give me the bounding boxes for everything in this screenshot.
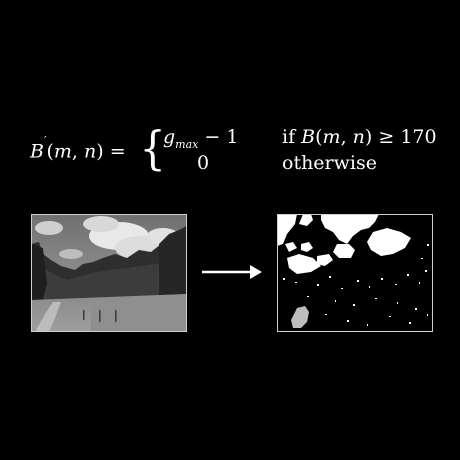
- threshold-formula: B′(m, n) = { gmax − 1 0 if B(m, n) ≥ 170…: [0, 118, 460, 188]
- cases-brace: {: [139, 121, 166, 175]
- case2-value: 0: [197, 152, 210, 174]
- case1-value: gmax − 1: [163, 126, 239, 151]
- right-arrow-icon: [200, 262, 264, 282]
- formula-lhs: B′(m, n) =: [30, 134, 126, 163]
- case1-condition: if B(m, n) ≥ 170: [282, 126, 437, 148]
- original-image: [31, 214, 187, 332]
- result-image: [277, 214, 433, 332]
- case2-condition: otherwise: [282, 152, 377, 174]
